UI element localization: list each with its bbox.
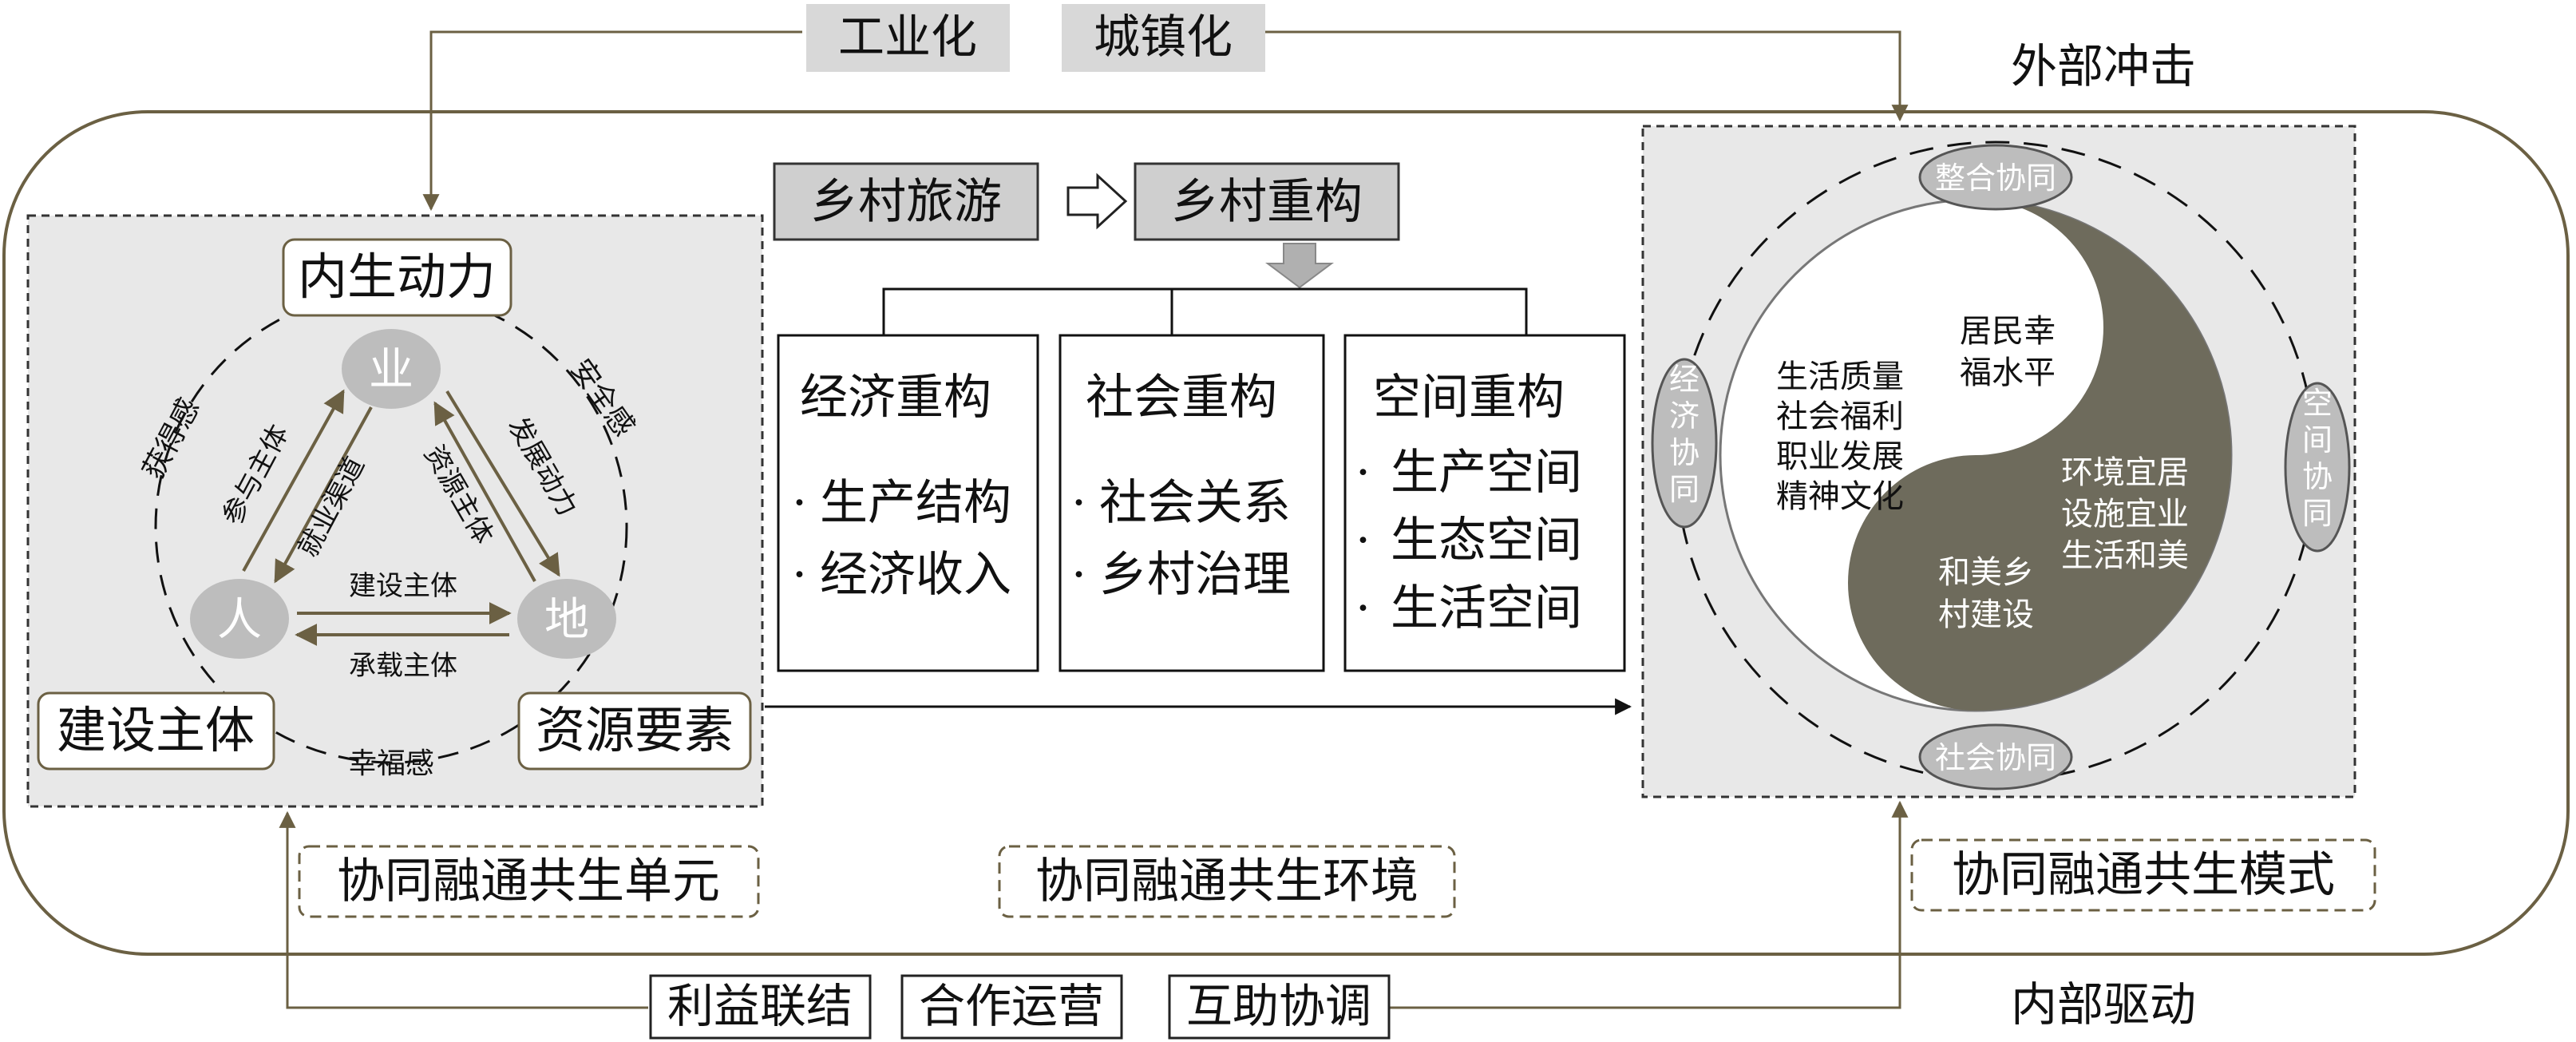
internal-arrow-right (1389, 800, 1909, 1009)
white-line-4: 精神文化 (1776, 478, 1904, 515)
node-land: 地 (517, 579, 616, 659)
internal-drive-label: 内部驱动 (2011, 977, 2196, 1032)
svg-text:空间重构: 空间重构 (1373, 370, 1565, 426)
internal-driver-cooperation: 合作运营 (900, 974, 1123, 1040)
branch-connector (882, 287, 1528, 335)
economic-item-bullet-2: · (792, 547, 807, 603)
svg-text:乡村治理: 乡村治理 (1099, 547, 1291, 603)
svg-text:社会关系: 社会关系 (1099, 475, 1291, 531)
node-people: 人 (190, 579, 289, 659)
driver-urbanization: 城镇化 (1062, 4, 1265, 72)
svg-text:协同融通共生模式: 协同融通共生模式 (1952, 847, 2335, 903)
svg-text:·: · (1071, 547, 1086, 603)
svg-text:业: 业 (369, 344, 414, 396)
arrow-people-to-industry (242, 389, 345, 572)
svg-text:协同融通共生单元: 协同融通共生单元 (337, 854, 720, 909)
column-economic: 经济重构 · 生产结构 · 经济收入 (777, 334, 1039, 672)
svg-text:乡村重构: 乡村重构 (1171, 174, 1363, 230)
svg-text:·: · (1355, 445, 1371, 501)
svg-text:合作运营: 合作运营 (919, 979, 1104, 1033)
svg-text:整合协同: 整合协同 (1935, 160, 2056, 196)
unit-bottom-right-box: 资源要素 (517, 691, 752, 771)
mode-caption: 协同融通共生模式 (1910, 838, 2376, 912)
svg-text:生态空间: 生态空间 (1391, 513, 1582, 569)
text-harmony-village-2: 村建设 (1938, 596, 2034, 633)
internal-arrow-left (279, 810, 648, 1009)
svg-text:人: 人 (217, 594, 262, 646)
svg-text:生活空间: 生活空间 (1391, 580, 1582, 636)
svg-text:生产结构: 生产结构 (820, 475, 1011, 531)
unit-bottom-left-box: 建设主体 (37, 691, 275, 771)
yin-yang (1719, 198, 2233, 712)
badge-spatial: 空间协同 (2284, 382, 2351, 553)
svg-text:·: · (1071, 475, 1086, 531)
economic-item-bullet-1: · (792, 475, 807, 531)
badge-social: 社会协同 (1918, 723, 2073, 790)
box-rural-restructure: 乡村重构 (1134, 162, 1400, 241)
external-arrow-right (1257, 30, 1909, 122)
badge-economic: 经济协同 (1651, 358, 1718, 529)
column-spatial: 空间重构 · 生产空间 · 生态空间 · 生活空间 (1343, 334, 1626, 672)
external-shock-label: 外部冲击 (2011, 39, 2196, 93)
label-construction-subject: 建设主体 (349, 570, 457, 602)
internal-driver-mutual-aid: 互助协调 (1168, 974, 1391, 1040)
svg-text:城镇化: 城镇化 (1094, 10, 1233, 64)
outer-frame (2, 110, 2570, 956)
label-carrying-subject: 承载主体 (349, 650, 457, 682)
node-industry: 业 (342, 329, 441, 409)
svg-text:·: · (1355, 513, 1371, 569)
dark-line-3: 生活和美 (2061, 537, 2189, 574)
environment-caption: 协同融通共生环境 (998, 845, 1456, 918)
white-line-1: 生活质量 (1776, 359, 1904, 395)
column-social: 社会重构 · 社会关系 · 乡村治理 (1058, 334, 1325, 672)
dark-line-1: 环境宜居 (2061, 454, 2189, 491)
arrow-restructure-down (1265, 243, 1334, 289)
svg-text:建设主体: 建设主体 (57, 701, 255, 759)
svg-text:利益联结: 利益联结 (667, 979, 853, 1033)
external-arrow-left (422, 30, 802, 212)
svg-text:社会重构: 社会重构 (1086, 370, 1277, 426)
driver-industrialization: 工业化 (806, 4, 1010, 72)
dark-line-2: 设施宜业 (2061, 496, 2189, 533)
badge-integration: 整合协同 (1918, 144, 2073, 211)
svg-text:地: 地 (544, 594, 589, 646)
yin-yang-dark-half (1848, 200, 2231, 711)
white-line-2: 社会福利 (1776, 398, 1904, 435)
svg-text:社会协同: 社会协同 (1935, 740, 2056, 775)
text-resident-wellbeing-2: 福水平 (1960, 355, 2056, 391)
internal-driver-interest: 利益联结 (649, 974, 872, 1040)
svg-text:内生动力: 内生动力 (298, 248, 496, 306)
svg-text:工业化: 工业化 (838, 10, 977, 64)
svg-text:经济收入: 经济收入 (820, 547, 1011, 603)
svg-text:经济协同: 经济协同 (1669, 362, 1700, 507)
arrow-land-to-industry (433, 401, 536, 582)
arrow-industry-to-land (445, 390, 560, 577)
svg-text:生产空间: 生产空间 (1391, 445, 1582, 501)
svg-text:经济重构: 经济重构 (800, 370, 991, 426)
arrow-tourism-to-restructure (1066, 172, 1128, 230)
svg-text:乡村旅游: 乡村旅游 (810, 174, 1002, 230)
text-harmony-village-1: 和美乡 (1938, 554, 2034, 591)
svg-text:互助协调: 互助协调 (1186, 979, 1371, 1033)
svg-text:·: · (1355, 580, 1371, 636)
svg-text:协同融通共生环境: 协同融通共生环境 (1035, 854, 1419, 909)
arrow-industry-to-people (274, 406, 373, 584)
text-resident-wellbeing-1: 居民幸 (1960, 313, 2056, 350)
svg-text:资源要素: 资源要素 (536, 701, 734, 759)
white-line-3: 职业发展 (1776, 438, 1904, 475)
label-sense-happiness: 幸福感 (348, 747, 434, 780)
unit-top-box: 内生动力 (282, 238, 512, 317)
svg-text:空间协同: 空间协同 (2302, 386, 2333, 531)
box-rural-tourism: 乡村旅游 (773, 162, 1039, 241)
unit-caption: 协同融通共生单元 (298, 845, 760, 918)
